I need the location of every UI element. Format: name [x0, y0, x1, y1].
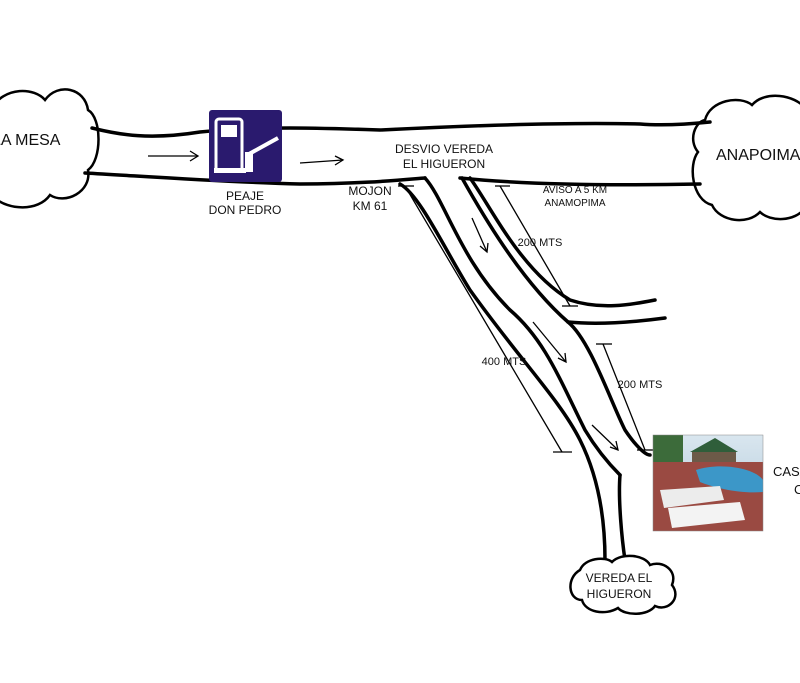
- destination-label-line1: VEREDA EL: [586, 571, 653, 585]
- distance-second-branch: 200 MTS: [618, 379, 663, 391]
- junction-label-line2: EL HIGUERON: [403, 157, 485, 171]
- la-mesa-cloud: LA MESA: [0, 88, 100, 209]
- marker-label-line2: KM 61: [353, 199, 388, 213]
- marker-label-line1: MOJON: [348, 184, 391, 198]
- toll-booth-icon: [209, 110, 282, 182]
- distance-lines: [398, 185, 653, 453]
- arrow-icon: [299, 155, 345, 166]
- anapoima-label: ANAPOIMA: [716, 147, 800, 164]
- house-pool-photo: [652, 434, 764, 532]
- arrow-icon: [471, 217, 489, 254]
- distance-first-branch: 200 MTS: [518, 237, 563, 249]
- main-road: [83, 120, 712, 187]
- notice-label-line1: AVISO A 5 KM: [543, 185, 607, 196]
- destination-label-line2: HIGUERON: [587, 587, 652, 601]
- anapoima-cloud: ANAPOIMA: [691, 94, 800, 222]
- direction-arrows: [148, 150, 619, 452]
- house-label-partial: CASA: [773, 464, 800, 479]
- junction-label-line1: DESVIO VEREDA: [395, 142, 493, 156]
- la-mesa-label: LA MESA: [0, 132, 61, 149]
- toll-name-line1: PEAJE: [226, 189, 264, 203]
- vereda-cloud: VEREDA EL HIGUERON: [569, 554, 677, 615]
- arrow-icon: [532, 321, 567, 364]
- arrow-icon: [148, 150, 200, 162]
- house-label-partial2: C: [794, 482, 800, 497]
- notice-label-line2: ANAMOPIMA: [544, 198, 605, 209]
- distance-main-branch: 400 MTS: [482, 356, 527, 368]
- toll-name-line2: DON PEDRO: [209, 203, 282, 217]
- arrow-icon: [591, 424, 619, 452]
- branch-roads: [398, 176, 667, 562]
